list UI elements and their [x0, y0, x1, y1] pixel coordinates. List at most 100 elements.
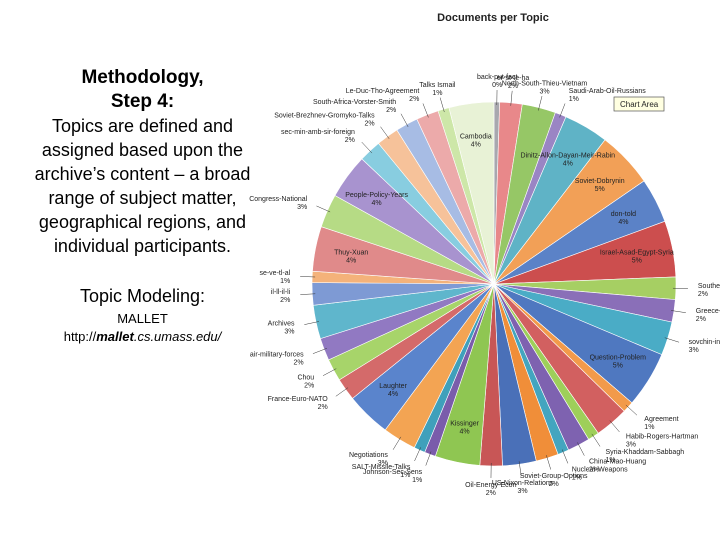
slice-label-name: Dinitz-Allon-Dayan-Meir-Rabin	[521, 153, 616, 160]
slice-label-name: Question-Problem	[590, 355, 647, 362]
slice-label-percent: 2%	[364, 121, 374, 128]
slice-label-percent: 4%	[618, 219, 628, 226]
slice-label-name: Laughter	[379, 383, 407, 390]
slice-label-name: Oil-Energy-Econ	[465, 482, 516, 489]
slice-label-percent: 5%	[595, 186, 605, 193]
slice-label-percent: 2%	[696, 316, 706, 323]
leader-line	[664, 337, 680, 343]
slice-label-percent: 3%	[284, 329, 294, 336]
slice-label-percent: 4%	[388, 391, 398, 398]
leader-line	[425, 451, 432, 466]
methodology-heading: Methodology, Step 4:	[0, 66, 285, 114]
slice-label-name: Saudi-Arab-Oil-Russians	[569, 88, 647, 95]
slice-label-name: Soviet-Brezhnev-Gromyko-Talks	[274, 113, 375, 120]
slice-label-name: Habib-Rogers-Hartman	[626, 434, 698, 441]
url-bold: mallet	[96, 329, 134, 344]
slice-label-percent: 1%	[606, 457, 616, 464]
slice-label-percent: 5%	[613, 363, 623, 370]
slice-label-name: er-st-te-ha	[497, 75, 529, 82]
slice-label-percent: 2%	[318, 404, 328, 411]
slice-label-name: France-Euro-NATO	[268, 396, 329, 403]
leader-line	[361, 141, 373, 154]
slice-label-percent: 1%	[432, 90, 442, 97]
slice-label-name: China-Mao-Huang	[589, 459, 646, 466]
slice-label-name: don-told	[611, 211, 636, 218]
slice-label-percent: 2%	[698, 291, 708, 298]
heading-line-1: Methodology,	[81, 67, 204, 88]
slice-label-percent: 4%	[372, 200, 382, 207]
slice-label-percent: 3%	[626, 442, 636, 449]
slice-label-percent: 2%	[409, 96, 419, 103]
slice-label-name: se-ve-tl-al	[259, 270, 290, 277]
slice-label-name: back-put-fact	[477, 74, 518, 81]
pie-slice	[448, 101, 495, 285]
slice-label-name: People-Policy-Years	[345, 192, 408, 199]
slice-label-name: Talks Ismail	[419, 82, 456, 89]
leader-line	[591, 433, 601, 447]
methodology-panel: Methodology, Step 4: Topics are defined …	[0, 66, 285, 346]
topic-modeling-heading: Topic Modeling:	[79, 286, 206, 306]
slice-label-percent: 1%	[644, 424, 654, 431]
slice-label-name: Southern-Europe	[698, 283, 720, 290]
pie-slices	[311, 101, 677, 467]
slice-label-name: South-Africa-Vorster-Smith	[313, 99, 396, 106]
slice-label-name: Soviet-Group-Options	[520, 473, 588, 480]
slice-label-percent: 1%	[569, 96, 579, 103]
slice-label-name: Greece-Turkey	[696, 308, 720, 315]
tool-url[interactable]: http://mallet.cs.umass.edu/	[0, 328, 285, 346]
slice-label-name: Israel-Asad-Egypt-Syria	[600, 250, 674, 257]
slice-label-percent: 3%	[689, 347, 699, 354]
leader-line	[518, 461, 522, 477]
leader-line	[316, 205, 331, 213]
slice-label-percent: 1%	[400, 472, 410, 479]
slice-label-percent: 2%	[386, 107, 396, 114]
slice-label-name: US-Nixon-Relations	[492, 480, 554, 487]
slice-label-percent: 3%	[297, 204, 307, 211]
tool-name: MALLET	[117, 311, 168, 326]
slice-label: Southern-Europe2%	[698, 283, 720, 298]
slice-label-name: air-military-forces	[250, 351, 304, 358]
slice-label-percent: 2%	[549, 481, 559, 488]
slice-label-percent: 4%	[563, 161, 573, 168]
slice-label-name: sec-min-amb-sir-foreign	[281, 129, 355, 136]
slice-label-name: Le-Duc-Tho-Agreement	[346, 88, 420, 95]
slice-label-percent: 1%	[572, 475, 582, 482]
url-rest: .cs.umass.edu/	[133, 329, 222, 344]
leader-line	[322, 368, 337, 376]
slice-label-name: Agreement	[644, 416, 678, 423]
slice-label-name: Negotiations	[349, 452, 388, 459]
leader-line	[561, 449, 569, 464]
slice-label-name: Cambodia	[460, 134, 492, 141]
slice-label-percent: 2%	[345, 137, 355, 144]
heading-line-2: Step 4:	[110, 91, 175, 112]
slice-label-percent: 3%	[518, 488, 528, 495]
